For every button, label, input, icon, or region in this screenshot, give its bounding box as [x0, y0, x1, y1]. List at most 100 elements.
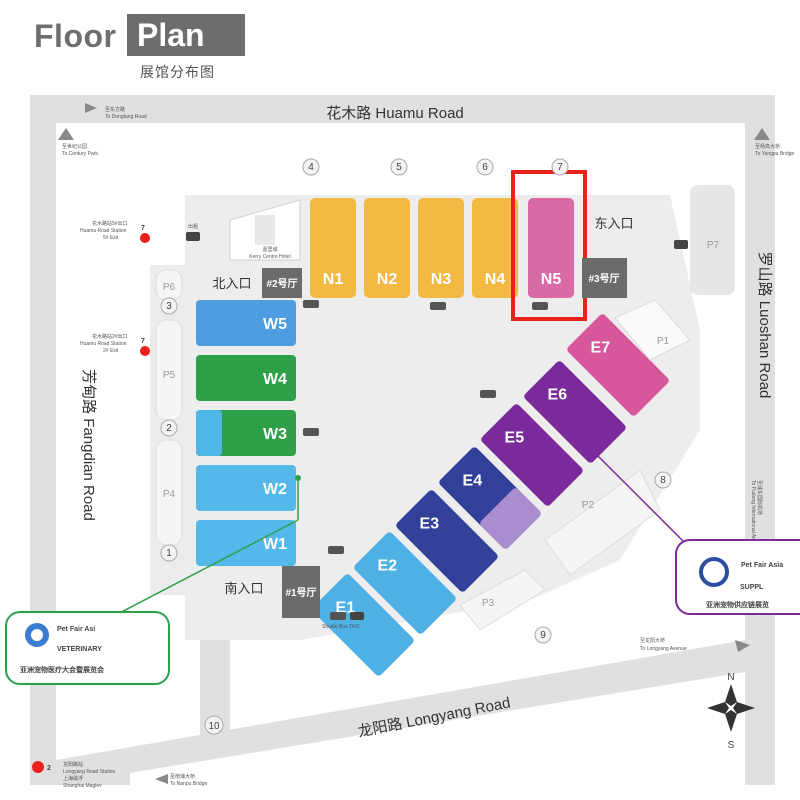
lobby-1-label: #1号厅: [285, 587, 316, 599]
huamu-road-label: 花木路 Huamu Road: [326, 105, 464, 122]
line-2-badge: 2: [47, 765, 51, 772]
hall-w4-label: W4: [263, 371, 287, 388]
hall-n5[interactable]: N5: [528, 198, 574, 298]
hall-n5-label: N5: [541, 271, 562, 288]
gate-5-marker[interactable]: 5: [390, 158, 408, 176]
metro-2-exit-en-2: 2# Exit: [103, 348, 119, 354]
hall-e2[interactable]: E2: [353, 531, 458, 636]
gate-6-marker[interactable]: 6: [476, 158, 494, 176]
bus-icon: [330, 612, 346, 620]
compass-rose: N S: [707, 672, 755, 751]
north-entrance-label: 北入口: [212, 276, 251, 291]
lobby-3[interactable]: #3号厅: [582, 258, 627, 298]
hall-n4[interactable]: N4: [472, 198, 518, 298]
to-yangpu-en: To Yangpu Bridge: [755, 151, 795, 157]
fangdian-road-label: 芳甸路 Fangdian Road: [80, 369, 97, 521]
gate-8-number: 8: [660, 475, 666, 486]
metro-icon: [140, 346, 150, 356]
hall-n1[interactable]: N1: [310, 198, 356, 298]
gate-10-number: 10: [208, 721, 220, 732]
luoshan-road-label: 罗山路 Luoshan Road: [756, 252, 773, 399]
to-airport-en: To Pudong International Airport: [750, 480, 756, 549]
hall-w3[interactable]: W3: [196, 410, 296, 456]
supply-title: SUPPL: [740, 584, 764, 591]
huamu-road: [30, 95, 775, 123]
hall-w1[interactable]: W1: [196, 520, 296, 566]
gate-9-marker[interactable]: 9: [534, 626, 552, 644]
parking-p2: P2: [582, 500, 595, 511]
hotel-name-cn: 嘉里城: [262, 246, 277, 253]
hall-e3-label: E3: [420, 515, 440, 532]
luoshan-road: [745, 95, 775, 785]
compass-icon: [725, 684, 737, 706]
hall-e4-label: E4: [463, 472, 483, 489]
arrow-up-icon: [58, 128, 74, 140]
south-entrance-label: 南入口: [224, 581, 263, 596]
arrow-left-icon: [155, 774, 168, 784]
gate-3-marker[interactable]: 3: [160, 297, 178, 315]
gate-1-number: 1: [166, 548, 172, 559]
supply-cn-title: 亚洲宠物供应链展览: [706, 600, 769, 609]
hall-n3[interactable]: N3: [418, 198, 464, 298]
gate-10-marker[interactable]: 10: [204, 715, 224, 735]
shuttle-label: Shuttle Bus TAXI: [322, 624, 360, 630]
hall-e3[interactable]: E3: [395, 489, 500, 594]
transport-icons: 出租 Shuttle Bus TAXI: [186, 223, 688, 630]
hall-n2[interactable]: N2: [364, 198, 410, 298]
maglev-en: Shanghai Maglev: [63, 783, 102, 789]
hall-w5[interactable]: W5: [196, 300, 296, 346]
gate-1-marker[interactable]: 1: [160, 544, 178, 562]
hall-w2[interactable]: W2: [196, 465, 296, 511]
hall-w4[interactable]: W4: [196, 355, 296, 401]
longyang-station: 2 龙阳路站 Longyang Road Station 上海磁浮 Shangh…: [32, 761, 115, 789]
metro-5-exit-en-1: Huamu Road Station: [80, 228, 127, 234]
parking-p7: P7: [707, 240, 720, 251]
vet-cn-title: 亚洲宠物医疗大会暨展览会: [20, 665, 105, 674]
metro-5-exit-cn: 花木路站5#出口: [92, 220, 128, 227]
compass-s: S: [728, 740, 735, 751]
hall-w3-label: W3: [263, 426, 287, 443]
lobby-2[interactable]: #2号厅: [262, 268, 302, 298]
vet-brand: Pet Fair Asi: [57, 626, 95, 633]
longyang-station-en: Longyang Road Station: [63, 769, 115, 775]
taxi-icon: [186, 232, 200, 241]
hall-w2-label: W2: [263, 481, 287, 498]
hall-e4[interactable]: E4: [438, 446, 543, 551]
arrow-left-icon: [85, 103, 97, 113]
bus-icon: [303, 428, 319, 436]
gate-8-marker[interactable]: 8: [654, 471, 672, 489]
hall-e6-label: E6: [548, 386, 568, 403]
gate-4-marker[interactable]: 4: [302, 158, 320, 176]
lobby-1[interactable]: #1号厅: [282, 566, 320, 618]
bus-icon: [303, 300, 319, 308]
vet-dot: [295, 475, 301, 481]
hall-e7[interactable]: E7: [566, 313, 671, 418]
hall-e6[interactable]: E6: [523, 360, 628, 465]
gate-7-marker[interactable]: 7: [551, 158, 569, 176]
to-century-cn: 至世纪公园: [62, 143, 87, 150]
hall-w5-label: W5: [263, 316, 287, 333]
veterinary-callout[interactable]: Pet Fair Asi VETERINARY 亚洲宠物医疗大会暨展览会: [5, 611, 170, 685]
hall-e5-label: E5: [505, 429, 525, 446]
floor-title-word: Floor: [34, 18, 117, 54]
supply-callout[interactable]: Pet Fair Asia SUPPL 亚洲宠物供应链展览: [675, 539, 800, 615]
to-dongfang-en: To Dongfang Road: [105, 114, 147, 120]
metro-2-exit: 花木路站2#出口 Huamu Road Station 2# Exit 7: [80, 333, 150, 356]
gate-7-number: 7: [557, 162, 563, 173]
gate-2-number: 2: [166, 423, 172, 434]
bus-icon: [480, 390, 496, 398]
to-longyang-en: To Longyang Avenue: [640, 646, 687, 652]
arrow-up-icon: [754, 128, 770, 140]
maglev-cn: 上海磁浮: [63, 775, 83, 782]
to-longyang-cn: 至龙阳大桥: [640, 637, 665, 644]
hotel-building-icon: [255, 215, 275, 245]
supply-brand: Pet Fair Asia: [741, 562, 783, 569]
gate-2-marker[interactable]: 2: [160, 419, 178, 437]
gate-9-number: 9: [540, 630, 546, 641]
hall-e5[interactable]: E5: [480, 403, 585, 508]
to-century-en: To Century Park: [62, 151, 98, 157]
east-halls: E7 E6 E5 E4 E3 E2 E1: [312, 313, 671, 676]
n5-highlight-frame: [511, 170, 587, 321]
taxi-icon: [674, 240, 688, 249]
metro-2-exit-cn: 花木路站2#出口: [92, 333, 128, 340]
